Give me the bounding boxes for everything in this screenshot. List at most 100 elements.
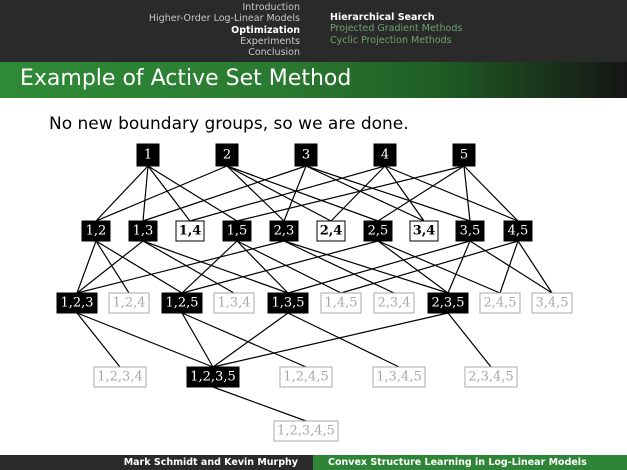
lattice-node-label: 1,2,5 <box>165 296 198 311</box>
lattice-node-1-5: 1,5 <box>222 220 252 242</box>
lattice-node-2: 2 <box>215 143 239 167</box>
lattice-edge <box>377 240 501 294</box>
lattice-edge <box>189 165 386 222</box>
lattice-node-box <box>531 292 573 314</box>
lattice-edge <box>330 165 386 222</box>
nav-section-introduction[interactable]: Introduction <box>242 2 300 13</box>
lattice-node-label: 5 <box>460 148 468 163</box>
lattice-edge <box>212 312 289 368</box>
nav-section-optimization[interactable]: Optimization <box>231 24 300 36</box>
lattice-edge <box>463 165 471 222</box>
lattice-edge <box>283 165 307 222</box>
lattice-node-label: 1,2,3,4,5 <box>277 424 335 439</box>
lattice-node-box <box>175 220 205 242</box>
lattice-node-label: 1,3,4 <box>217 296 250 311</box>
lattice-node-1-3-5: 1,3,5 <box>267 292 309 314</box>
slide-body-text: No new boundary groups, so we are done. <box>49 114 409 134</box>
lattice-node-2-4: 2,4 <box>316 220 346 242</box>
lattice-edge <box>287 312 400 368</box>
nav-subsection-cyclic-projection[interactable]: Cyclic Projection Methods <box>330 34 452 46</box>
lattice-node-box <box>452 143 476 167</box>
lattice-edge <box>142 165 149 222</box>
nav-section-experiments[interactable]: Experiments <box>240 35 300 47</box>
lattice-node-label: 3,5 <box>460 224 481 239</box>
lattice-node-box <box>409 220 439 242</box>
lattice-node-1-4-5: 1,4,5 <box>320 292 362 314</box>
lattice-edge <box>283 240 449 294</box>
lattice-node-2-4-5: 2,4,5 <box>479 292 521 314</box>
lattice-edge <box>340 240 519 294</box>
lattice-node-2-3: 2,3 <box>269 220 299 242</box>
nav-section-conclusion[interactable]: Conclusion <box>248 47 300 59</box>
lattice-node-2-3-5: 2,3,5 <box>427 292 469 314</box>
lattice-edge <box>236 240 342 294</box>
lattice-node-4: 4 <box>373 143 397 167</box>
lattice-edge <box>95 240 130 294</box>
lattice-node-label: 2,3,5 <box>431 296 464 311</box>
lattice-node-label: 1,2,3,4 <box>97 370 142 385</box>
nav-subsection-projected-gradient[interactable]: Projected Gradient Methods <box>330 23 463 35</box>
lattice-edge <box>95 165 149 222</box>
lattice-node-box <box>222 220 252 242</box>
lattice-node-box <box>479 292 521 314</box>
lattice-node-box <box>136 143 160 167</box>
lattice-node-1-2-3: 1,2,3 <box>56 292 98 314</box>
lattice-edge <box>181 240 238 294</box>
frame-title-bar: Example of Active Set Method <box>0 62 627 98</box>
lattice-node-box <box>93 366 147 388</box>
lattice-node-1-2: 1,2 <box>81 220 111 242</box>
lattice-node-2-3-4: 2,3,4 <box>373 292 415 314</box>
lattice-edge <box>142 240 235 294</box>
lattice-node-box <box>464 366 518 388</box>
lattice-edge <box>76 240 285 294</box>
lattice-node-3: 3 <box>294 143 318 167</box>
lattice-node-5: 5 <box>452 143 476 167</box>
lattice-edge <box>142 165 307 222</box>
lattice-node-box <box>372 366 426 388</box>
lattice-edge <box>305 165 425 222</box>
lattice-node-box <box>213 292 255 314</box>
lattice-node-1-3-4-5: 1,3,4,5 <box>372 366 426 388</box>
lattice-node-1-2-3-4-5: 1,2,3,4,5 <box>273 420 339 442</box>
lattice-node-box <box>267 292 309 314</box>
lattice-node-box <box>455 220 485 242</box>
lattice-node-box <box>316 220 346 242</box>
lattice-node-label: 3,4,5 <box>535 296 568 311</box>
lattice-edge <box>181 240 379 294</box>
lattice-node-box <box>273 420 339 442</box>
lattice-node-4-5: 4,5 <box>503 220 533 242</box>
lattice-edge <box>283 240 395 294</box>
lattice-edge <box>384 165 425 222</box>
lattice-edge <box>377 240 449 294</box>
lattice-edge <box>76 312 121 368</box>
nav-subsection-hierarchical-search[interactable]: Hierarchical Search <box>330 12 435 23</box>
frame-title: Example of Active Set Method <box>20 66 352 91</box>
lattice-node-box <box>56 292 98 314</box>
lattice-node-box <box>373 143 397 167</box>
nav-section-higher-order-models[interactable]: Higher-Order Log-Linear Models <box>148 13 300 25</box>
lattice-edge <box>76 240 144 294</box>
lattice-node-label: 2,5 <box>368 224 389 239</box>
lattice-node-3-4: 3,4 <box>409 220 439 242</box>
lattice-edge <box>212 312 449 368</box>
lattice-node-label: 1,3 <box>133 224 154 239</box>
lattice-node-1: 1 <box>136 143 160 167</box>
lattice-edge <box>447 240 471 294</box>
lattice-edge <box>384 165 519 222</box>
lattice-edge <box>463 165 519 222</box>
lattice-node-label: 1,2 <box>86 224 107 239</box>
lattice-edge <box>226 165 332 222</box>
lattice-edge <box>499 240 519 294</box>
lattice-node-label: 2,4 <box>320 224 343 239</box>
lattice-node-label: 1,2,4,5 <box>283 370 328 385</box>
lattice-edge <box>469 240 553 294</box>
lattice-edge <box>517 240 553 294</box>
footer-authors: Mark Schmidt and Kevin Murphy <box>0 455 313 470</box>
lattice-node-3-5: 3,5 <box>455 220 485 242</box>
lattice-node-label: 4 <box>381 148 389 163</box>
lattice-edge <box>76 240 97 294</box>
lattice-edge <box>142 240 289 294</box>
lattice-edge <box>226 165 285 222</box>
lattice-node-1-2-3-4: 1,2,3,4 <box>93 366 147 388</box>
lattice-node-label: 4,5 <box>508 224 529 239</box>
